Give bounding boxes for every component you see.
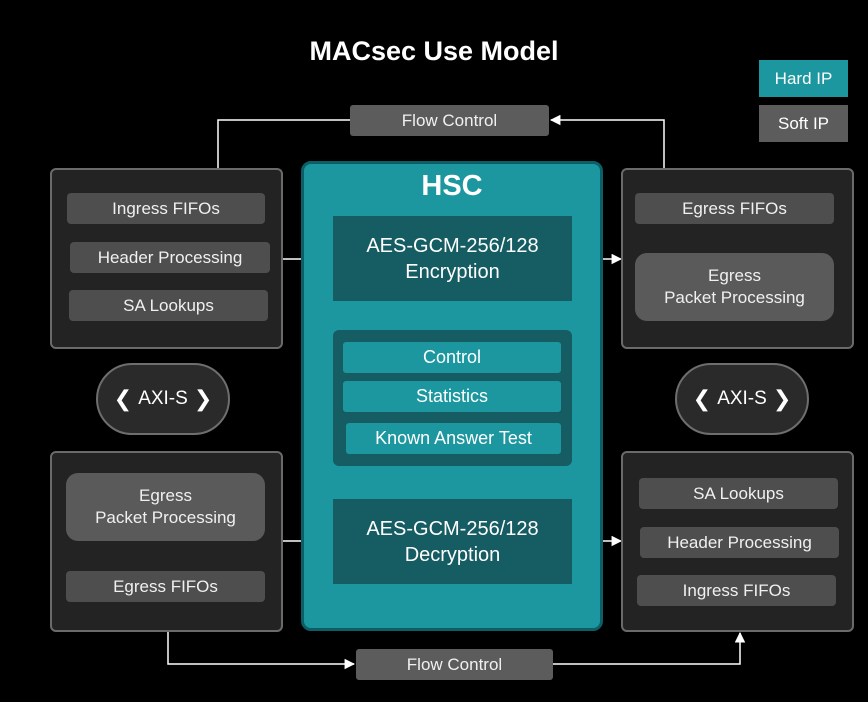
statistics-item: Statistics (343, 381, 561, 412)
control-label: Control (422, 347, 482, 367)
egress-packet-processing-item: Egress Packet Processing (635, 253, 834, 321)
ingress-fifos-item-bottom: Ingress FIFOs (637, 575, 836, 606)
egress-packet-processing-line1: Egress (708, 266, 761, 285)
known-answer-test-label: Known Answer Test (375, 428, 532, 448)
ingress-fifos-item: Ingress FIFOs (67, 193, 265, 224)
egress-packet-processing-bottom-line1: Egress (139, 486, 192, 505)
encryption-block: AES-GCM-256/128 Encryption (333, 216, 572, 301)
legend-soft-ip-label: Soft IP (777, 113, 830, 133)
ingress-fifos-label: Ingress FIFOs (112, 198, 220, 218)
sa-lookups-label: SA Lookups (123, 295, 214, 315)
header-processing-bottom-label: Header Processing (667, 532, 812, 552)
egress-fifos-item: Egress FIFOs (635, 193, 834, 224)
axi-s-left: ❮ AXI-S ❯ (96, 363, 230, 435)
decryption-line2: Decryption (404, 543, 501, 566)
sa-lookups-item: SA Lookups (69, 290, 268, 321)
header-processing-label: Header Processing (97, 247, 243, 267)
flow-line-bottom-left (167, 630, 356, 670)
hsc-title: HSC (421, 170, 483, 202)
encryption-line2: Encryption (405, 260, 500, 283)
legend-hard-ip: Hard IP (759, 60, 848, 97)
flow-line-bottom-right (553, 631, 746, 665)
egress-fifos-item-bottom: Egress FIFOs (66, 571, 265, 602)
chevron-left-icon: ❮ (692, 386, 712, 411)
control-item: Control (343, 342, 561, 373)
header-processing-item: Header Processing (70, 242, 270, 273)
chevron-right-icon: ❯ (772, 386, 792, 411)
axi-s-right: ❮ AXI-S ❯ (675, 363, 809, 435)
sa-lookups-bottom-label: SA Lookups (693, 483, 784, 503)
chevron-right-icon: ❯ (193, 386, 213, 411)
sa-lookups-item-bottom: SA Lookups (639, 478, 838, 509)
legend-soft-ip: Soft IP (759, 105, 848, 142)
ingress-fifos-bottom-label: Ingress FIFOs (682, 580, 791, 600)
statistics-label: Statistics (415, 386, 489, 406)
egress-packet-processing-item-bottom: Egress Packet Processing (66, 473, 265, 541)
decryption-block: AES-GCM-256/128 Decryption (333, 499, 572, 584)
axi-s-left-label: AXI-S (138, 388, 188, 409)
egress-packet-processing-line2: Packet Processing (664, 288, 805, 307)
axi-s-right-label: AXI-S (717, 388, 767, 409)
legend-hard-ip-label: Hard IP (774, 68, 833, 88)
egress-packet-processing-bottom-line2: Packet Processing (95, 508, 236, 527)
egress-fifos-label: Egress FIFOs (682, 198, 787, 218)
encryption-line1: AES-GCM-256/128 (366, 234, 539, 257)
diagram-title: MACsec Use Model (309, 36, 559, 66)
flow-control-bottom: Flow Control (356, 649, 553, 680)
flow-control-top-label: Flow Control (401, 110, 498, 130)
chevron-left-icon: ❮ (113, 386, 133, 411)
flow-control-top: Flow Control (350, 105, 549, 136)
header-processing-item-bottom: Header Processing (640, 527, 839, 558)
egress-fifos-bottom-label: Egress FIFOs (113, 576, 218, 596)
known-answer-test-item: Known Answer Test (346, 423, 561, 454)
decryption-line1: AES-GCM-256/128 (366, 517, 539, 540)
flow-control-bottom-label: Flow Control (406, 654, 503, 674)
